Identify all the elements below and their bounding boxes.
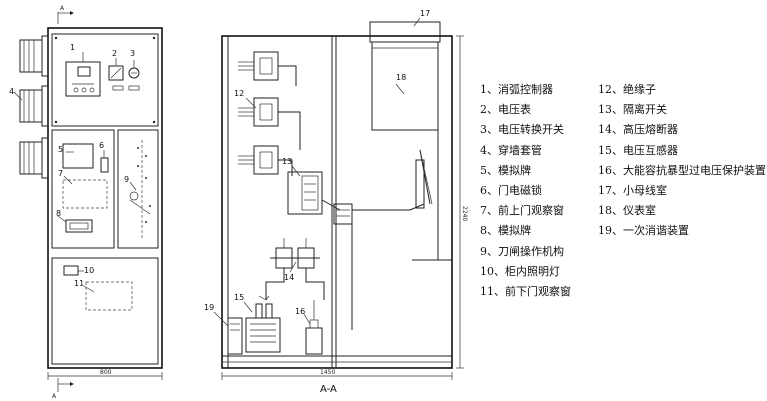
operating-mechanism-panel <box>117 129 159 249</box>
callout-6: 6 <box>99 141 104 150</box>
legend-item: 17、小母线室 <box>598 184 667 198</box>
section-mark-bottom: A <box>52 393 57 400</box>
callout-7: 7 <box>58 169 63 178</box>
callout-2: 2 <box>112 49 117 58</box>
legend-item: 8、模拟牌 <box>480 224 531 238</box>
front-view: A <box>13 5 163 400</box>
section-label: A-A <box>320 384 337 395</box>
upper-door-window <box>62 179 108 209</box>
side-width-dim: 1450 <box>320 369 335 376</box>
overvoltage-protector <box>305 300 323 355</box>
mimic-plate-upper <box>62 143 94 169</box>
front-lower-door <box>51 257 159 365</box>
legend-item: 1、消弧控制器 <box>480 83 553 96</box>
resonance-eliminator <box>227 317 243 355</box>
callout-13: 13 <box>282 157 292 166</box>
legend-item: 15、电压互感器 <box>598 143 678 157</box>
voltage-transformer <box>245 295 281 353</box>
legend-left-column: 1、消弧控制器 2、电压表 3、电压转换开关 4、穿墙套管 5、模拟牌 6、门电… <box>480 80 571 302</box>
wall-bushings <box>19 35 49 179</box>
instrument-room <box>371 41 439 131</box>
legend-right-column: 12、绝缘子 13、隔离开关 14、高压熔断器 15、电压互感器 16、大能容抗… <box>598 80 766 242</box>
door-magnetic-lock <box>100 157 109 173</box>
instrument-panel <box>51 33 159 127</box>
callout-15: 15 <box>234 293 244 302</box>
legend-item: 14、高压熔断器 <box>598 123 678 137</box>
side-section-view: 2240 1450 A-A <box>221 21 468 395</box>
legend-item: 16、大能容抗暴型过电压保护装置 <box>598 163 766 177</box>
section-mark-top: A <box>60 5 65 12</box>
legend-item: 4、穿墙套管 <box>480 143 542 157</box>
callout-9: 9 <box>124 175 129 184</box>
legend-item: 11、前下门观察窗 <box>480 285 571 299</box>
legend-item: 3、电压转换开关 <box>480 123 564 137</box>
callout-17: 17 <box>420 9 430 18</box>
legend-item: 19、一次消谐装置 <box>598 224 689 238</box>
insulators <box>238 51 279 175</box>
legend-item: 2、电压表 <box>480 103 531 117</box>
legend-item: 6、门电磁锁 <box>480 184 542 198</box>
legend-item: 12、绝缘子 <box>598 83 656 96</box>
callout-3: 3 <box>130 49 135 58</box>
callout-19: 19 <box>204 303 214 312</box>
isolating-switch <box>287 171 353 225</box>
legend-item: 13、隔离开关 <box>598 103 667 117</box>
legend-item: 10、柜内照明灯 <box>480 264 560 278</box>
callout-8: 8 <box>56 209 61 218</box>
legend-item: 5、模拟牌 <box>480 163 531 177</box>
height-dim: 2240 <box>461 206 468 221</box>
side-cabinet-outline <box>221 35 453 369</box>
callout-5: 5 <box>58 145 63 154</box>
legend-item: 7、前上门观察窗 <box>480 204 564 218</box>
callout-10: 10 <box>84 266 94 275</box>
front-cabinet-outline <box>47 27 163 369</box>
callout-11: 11 <box>74 279 84 288</box>
front-width-dim: 800 <box>100 369 112 376</box>
legend-item: 18、仪表室 <box>598 204 656 218</box>
component-legend: 1、消弧控制器 2、电压表 3、电压转换开关 4、穿墙套管 5、模拟牌 6、门电… <box>480 80 766 320</box>
callout-12: 12 <box>234 89 244 98</box>
lower-door-window <box>85 281 133 311</box>
small-busbar-room <box>369 21 441 43</box>
front-upper-door <box>51 129 115 249</box>
callout-1: 1 <box>70 43 75 52</box>
cabinet-light <box>63 265 79 276</box>
legend-item: 9、刀闸操作机构 <box>480 244 564 258</box>
callout-4: 4 <box>9 87 14 96</box>
callout-16: 16 <box>295 307 305 316</box>
callout-14: 14 <box>284 273 294 282</box>
front-callouts: 1 2 3 4 5 6 7 8 9 10 11 <box>9 43 137 293</box>
mimic-plate-lower <box>65 219 93 233</box>
side-callouts: 12 13 14 15 16 17 18 19 <box>204 9 430 327</box>
callout-18: 18 <box>396 73 406 82</box>
